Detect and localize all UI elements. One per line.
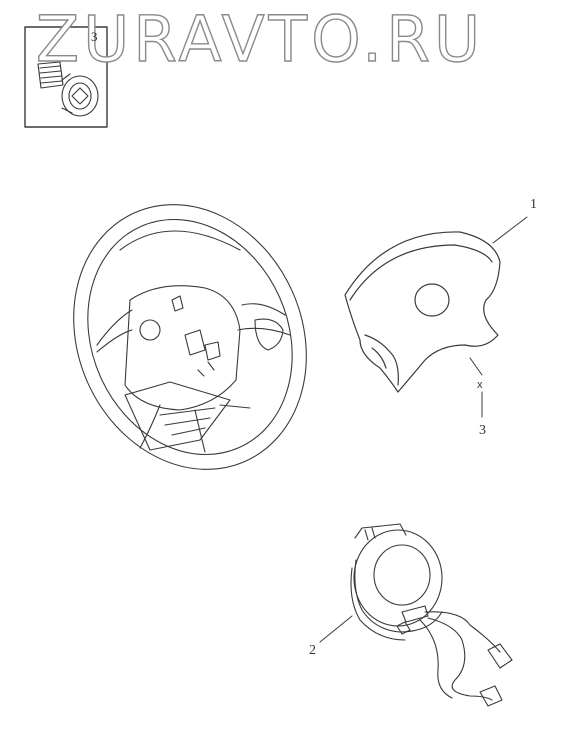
clock-spring xyxy=(319,523,513,707)
callout-screw-tag: x xyxy=(477,379,483,391)
inset-screw-box xyxy=(24,26,108,128)
airbag-module xyxy=(344,216,528,418)
screw-icon xyxy=(37,61,99,117)
steering-wheel xyxy=(73,204,307,470)
callout-airbag-module: 1 xyxy=(530,197,537,212)
inset-callout-label: 3 xyxy=(91,29,98,44)
watermark-text: ZURAVTO.RU xyxy=(35,3,485,76)
callout-screw: 3 xyxy=(479,423,486,438)
callout-clock-spring: 2 xyxy=(309,643,316,658)
